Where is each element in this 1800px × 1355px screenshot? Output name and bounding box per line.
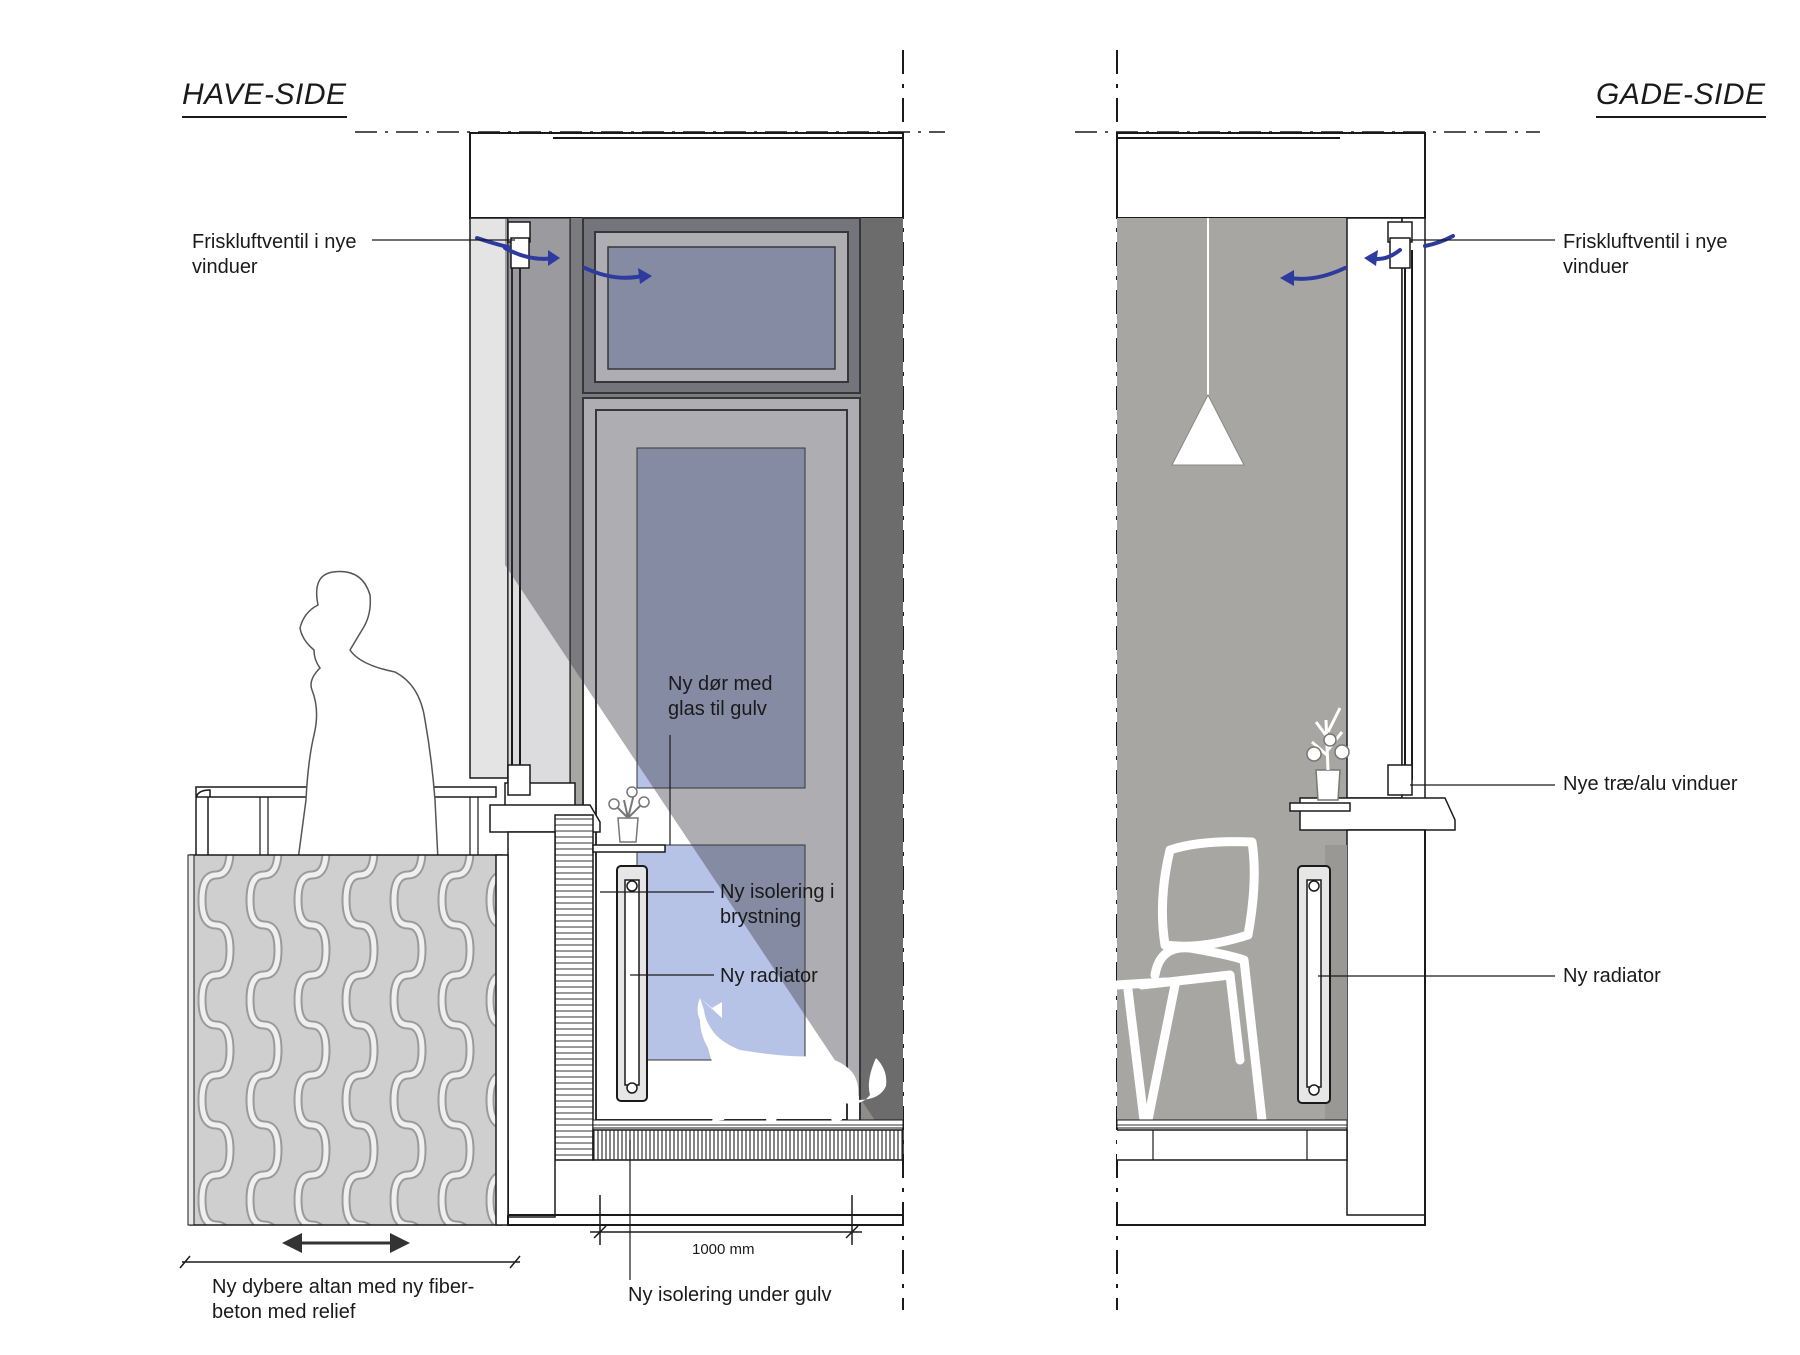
label-line: Friskluftventil i nye bbox=[1563, 231, 1728, 253]
label-line: vinduer bbox=[192, 256, 258, 278]
label-ny-radiator-left: Ny radiator bbox=[720, 965, 818, 987]
relief-panel bbox=[189, 854, 503, 1226]
label-line: brystning bbox=[720, 906, 802, 928]
label-line: beton med relief bbox=[212, 1301, 356, 1323]
label-friskluftventil-right: Friskluftventil i nye vinduer bbox=[1563, 230, 1728, 280]
label-friskluftventil-left: Friskluftventil i nye vinduer bbox=[192, 230, 357, 280]
double-arrow-icon bbox=[282, 1233, 410, 1253]
label-nye-vinduer: Nye træ/alu vinduer bbox=[1563, 773, 1738, 795]
dimension-1000mm bbox=[590, 1195, 862, 1245]
label-altan: Ny dybere altan med ny fiber- beton med … bbox=[212, 1275, 474, 1325]
label-line: Ny dør med bbox=[668, 673, 773, 695]
label-line: glas til gulv bbox=[668, 698, 767, 720]
heading-gade-side: GADE-SIDE bbox=[1596, 78, 1766, 118]
heading-have-side: HAVE-SIDE bbox=[182, 78, 347, 118]
label-ny-radiator-right: Ny radiator bbox=[1563, 965, 1661, 987]
label-line: Friskluftventil i nye bbox=[192, 231, 357, 253]
sun-shadow bbox=[505, 218, 903, 1128]
label-ny-dor: Ny dør med glas til gulv bbox=[668, 672, 772, 722]
radiator-icon bbox=[1297, 865, 1331, 1104]
radiator-icon bbox=[616, 865, 648, 1102]
plant-icon bbox=[1306, 707, 1350, 801]
floor-finish-left bbox=[592, 1119, 904, 1129]
label-ny-isolering-brystning: Ny isolering i brystning bbox=[720, 880, 834, 930]
insulation-brystning bbox=[554, 814, 594, 1161]
top-slab-right bbox=[1116, 132, 1426, 219]
label-line: Ny isolering i bbox=[720, 881, 835, 903]
person-silhouette-icon bbox=[297, 570, 439, 861]
transom-glass bbox=[607, 246, 836, 370]
chair-icon bbox=[1112, 837, 1267, 1125]
label-ny-isolering-gulv: Ny isolering under gulv bbox=[628, 1284, 832, 1306]
outer-wall-left bbox=[469, 217, 509, 779]
top-slab-left bbox=[469, 132, 904, 219]
label-dimension: 1000 mm bbox=[692, 1241, 755, 1258]
door-glass-upper bbox=[636, 447, 806, 789]
floor-finish-right bbox=[1116, 1119, 1348, 1129]
label-line: vinduer bbox=[1563, 256, 1629, 278]
cat-silhouette-icon bbox=[697, 998, 887, 1122]
pendant-lamp-icon bbox=[1171, 218, 1245, 466]
insulation-under-floor bbox=[592, 1129, 904, 1161]
plant-icon bbox=[608, 786, 650, 843]
label-line: Ny dybere altan med ny fiber- bbox=[212, 1276, 475, 1298]
